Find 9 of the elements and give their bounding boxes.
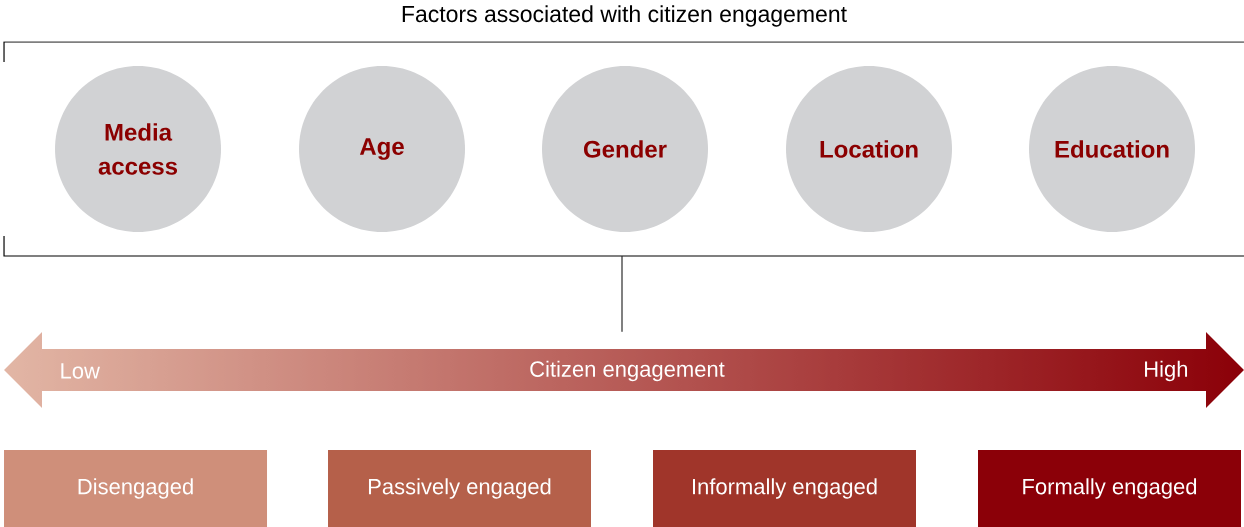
connector-line — [621, 255, 623, 333]
level-box: Disengaged — [4, 450, 267, 527]
heading: Factors associated with citizen engagement — [402, 5, 847, 27]
level-box: Formally engaged — [978, 450, 1241, 527]
scale-label: Low — [61, 363, 100, 379]
scale-label: High — [1145, 360, 1188, 382]
level-box: Passively engaged — [328, 450, 591, 527]
scale-title: Citizen engagement — [530, 360, 725, 382]
level-box: Informally engaged — [653, 450, 916, 527]
